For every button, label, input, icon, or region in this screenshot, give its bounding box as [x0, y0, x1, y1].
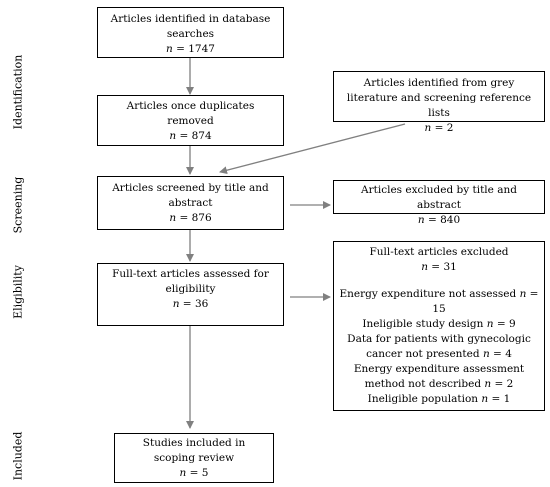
- phase-label-screening: Screening: [11, 176, 25, 234]
- box-count: 876: [191, 212, 212, 224]
- box-text: Studies included in scoping review: [142, 437, 246, 464]
- exclusion-reason: Data for patients with gynecologic cance…: [347, 333, 531, 360]
- box-fulltext-assessed: Full-text articles assessed for eligibil…: [97, 263, 284, 326]
- phase-label-eligibility: Eligibility: [11, 265, 25, 319]
- box-text: Full-text articles assessed for eligibil…: [112, 268, 269, 295]
- exclusion-reason: Ineligible study design n = 9: [362, 318, 516, 330]
- box-grey-literature: Articles identified from grey literature…: [333, 71, 545, 134]
- box-count: 2: [446, 122, 454, 134]
- box-text: Articles screened by title and abstract: [112, 182, 269, 209]
- arrow-grey-to-screened: [219, 123, 406, 175]
- box-text: Articles excluded by title and abstract: [361, 184, 517, 211]
- box-text: Articles once duplicates removed: [126, 100, 255, 127]
- box-excluded-title-abstract: Articles excluded by title and abstract …: [333, 180, 545, 226]
- box-fulltext-excluded: Full-text articles excluded n = 31 Energ…: [333, 241, 545, 411]
- phase-label-included: Included: [11, 431, 25, 481]
- box-title: Full-text articles excluded: [369, 246, 509, 258]
- box-count: 874: [191, 130, 212, 142]
- box-count: 1747: [188, 43, 215, 55]
- exclusion-reason: Energy expenditure not assessed n = 15: [339, 288, 539, 315]
- box-count: 31: [443, 261, 457, 273]
- box-count: 5: [201, 467, 209, 479]
- box-text: Articles identified in database searches: [110, 13, 271, 40]
- box-count: 840: [440, 214, 461, 226]
- exclusion-reason: Ineligible population n = 1: [367, 393, 511, 405]
- phase-label-identification: Identification: [11, 54, 25, 130]
- box-duplicates-removed: Articles once duplicates removed n = 874: [97, 95, 284, 146]
- box-screened: Articles screened by title and abstract …: [97, 176, 284, 230]
- box-database-searches: Articles identified in database searches…: [97, 7, 284, 58]
- box-included: Studies included in scoping review n = 5: [114, 433, 274, 483]
- box-text: Articles identified from grey literature…: [346, 77, 532, 119]
- exclusion-reason: Energy expenditure assessment method not…: [353, 363, 525, 390]
- box-count: 36: [194, 298, 209, 310]
